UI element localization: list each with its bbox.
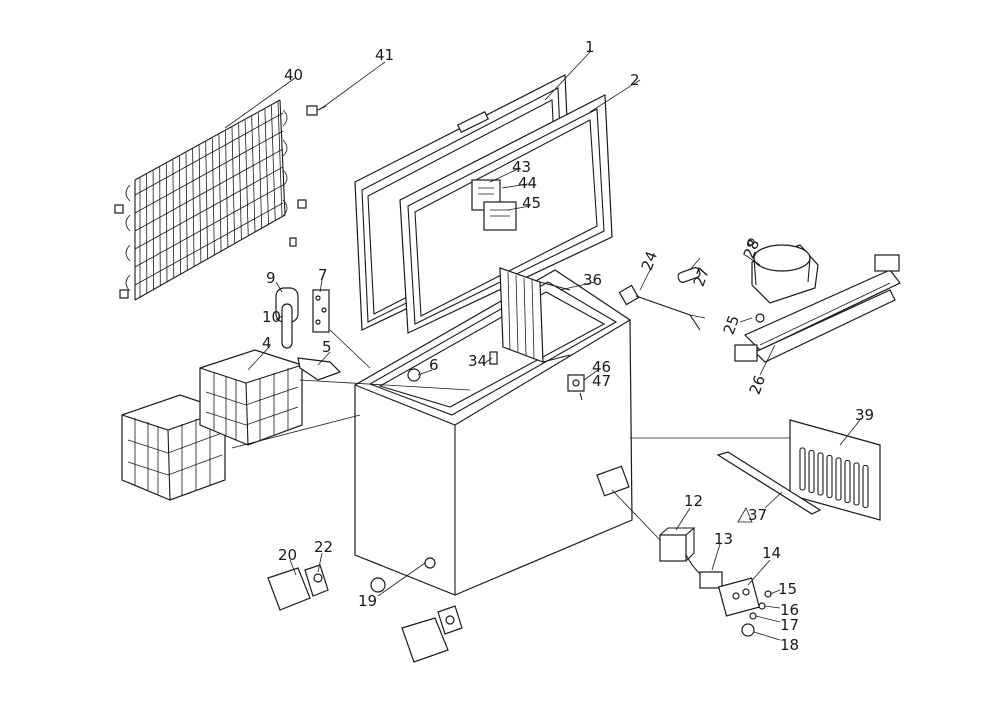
label-47: 47: [592, 372, 611, 390]
starter-13: [699, 571, 723, 589]
knob-18: [741, 623, 755, 637]
label-10: 10: [262, 308, 281, 326]
label-43: 43: [512, 158, 531, 176]
foot-19: [370, 577, 386, 593]
label-12: 12: [684, 492, 703, 510]
label-7: 7: [318, 266, 328, 284]
label-6: 6: [429, 356, 439, 374]
basket-left: [121, 394, 226, 501]
label-2: 2: [630, 71, 640, 89]
label-15: 15: [778, 580, 797, 598]
lamp-17: [749, 612, 757, 620]
label-14: 14: [762, 544, 781, 562]
label-46: 46: [592, 358, 611, 376]
electrical-box-12: [659, 527, 696, 562]
relay-27: [677, 267, 701, 283]
label-34: 34: [468, 352, 487, 370]
label-37-triangle: [737, 507, 753, 523]
label-13: 13: [714, 530, 733, 548]
label-16: 16: [780, 601, 799, 619]
label-4: 4: [262, 334, 272, 352]
label-41: 41: [375, 46, 394, 64]
cabinet-body: [354, 269, 633, 596]
control-panel-14: [717, 577, 761, 617]
label-28: 28: [740, 237, 763, 261]
label-27: 27: [690, 265, 713, 289]
label-24: 24: [638, 249, 661, 273]
thermostat-knob: [407, 368, 421, 382]
label-36: 36: [583, 271, 602, 289]
hinge-bottom: [401, 605, 463, 663]
label-44: 44: [518, 174, 537, 192]
divider-grill: [499, 267, 571, 363]
label-45: 45: [522, 194, 541, 212]
leader-lines: [224, 51, 861, 641]
base-rail-26: [734, 254, 901, 363]
hinge-plate-7: [312, 289, 330, 333]
part-labels: 40 41 1 2 43 44 45 36 39 46 47 9 10 7 4 …: [262, 38, 874, 654]
label-1: 1: [585, 38, 595, 56]
label-9: 9: [266, 269, 276, 287]
label-40: 40: [284, 66, 303, 84]
label-5: 5: [322, 338, 332, 356]
handle-9-10: [275, 287, 299, 349]
compressor-28: [747, 238, 819, 304]
lid-plate: [471, 179, 517, 231]
lock-46: [567, 374, 585, 401]
power-cord-24: [618, 284, 706, 331]
condenser-coil: [114, 99, 307, 301]
label-25: 25: [720, 313, 743, 337]
label-19: 19: [358, 592, 377, 610]
label-17: 17: [780, 616, 799, 634]
label-22: 22: [314, 538, 333, 556]
basket-right: [199, 349, 303, 446]
label-26: 26: [746, 373, 769, 397]
label-37: 37: [748, 506, 767, 524]
hinge-20-22: [267, 564, 329, 611]
lamp-16: [758, 602, 766, 610]
label-20: 20: [278, 546, 297, 564]
back-panel-39: [789, 419, 881, 521]
part-34: [489, 351, 498, 365]
bracket-37: [716, 451, 822, 515]
scraper-5: [297, 357, 342, 381]
label-39: 39: [855, 406, 874, 424]
label-18: 18: [780, 636, 799, 654]
